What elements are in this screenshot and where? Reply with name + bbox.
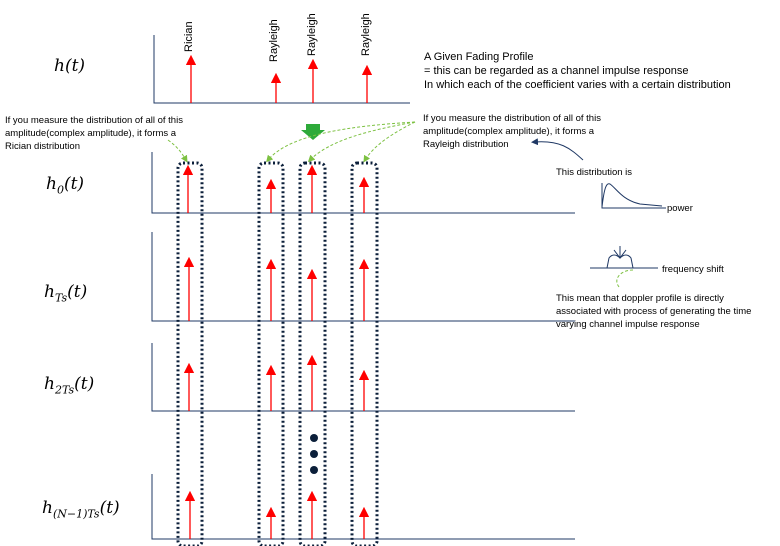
ellipsis-dot bbox=[310, 466, 318, 474]
ellipsis-dot bbox=[310, 450, 318, 458]
rayleigh-arrow-1 bbox=[266, 121, 416, 163]
green-down-arrow bbox=[301, 124, 325, 140]
doppler-arrow bbox=[616, 269, 634, 289]
axis-h0 bbox=[151, 152, 575, 214]
doppler-spike bbox=[613, 249, 627, 259]
axis-hN1Ts bbox=[151, 474, 575, 540]
rician-note: If you measure the distribution of all o… bbox=[5, 115, 183, 152]
column-box-rayleigh-2 bbox=[298, 161, 327, 546]
rayleigh-arrow-3 bbox=[363, 121, 416, 163]
row-label-hTs: hTs(t) bbox=[44, 282, 88, 305]
rician-arrow bbox=[167, 139, 188, 163]
ellipsis-dot bbox=[310, 434, 318, 442]
axis-hTs bbox=[151, 232, 575, 322]
column-box-rician bbox=[176, 161, 204, 546]
rayleigh-pdf-curve bbox=[601, 183, 663, 208]
column-box-rayleigh-3 bbox=[350, 161, 379, 546]
doppler-note: This mean that doppler profile is direct… bbox=[556, 293, 752, 330]
distribution-arrow bbox=[531, 138, 584, 161]
column-box-rayleigh-1 bbox=[257, 161, 285, 546]
axis-h bbox=[153, 35, 410, 104]
row-label-h0: h0(t) bbox=[46, 174, 85, 197]
row-label-h2Ts: h2Ts(t) bbox=[44, 374, 95, 397]
axis-h2Ts bbox=[151, 343, 575, 412]
distribution-note: This distribution is bbox=[556, 167, 633, 178]
power-label: power bbox=[667, 203, 693, 214]
rayleigh-arrow-2 bbox=[307, 121, 416, 163]
profile-note: A Given Fading Profile = this can be reg… bbox=[424, 51, 731, 91]
row-label-hN1Ts: h(N−1)Ts(t) bbox=[42, 498, 120, 521]
frequency-shift-label: frequency shift bbox=[662, 264, 724, 275]
rayleigh-note: If you measure the distribution of all o… bbox=[423, 113, 601, 150]
power-axes bbox=[601, 183, 666, 209]
row-label-h: h(t) bbox=[54, 56, 86, 76]
